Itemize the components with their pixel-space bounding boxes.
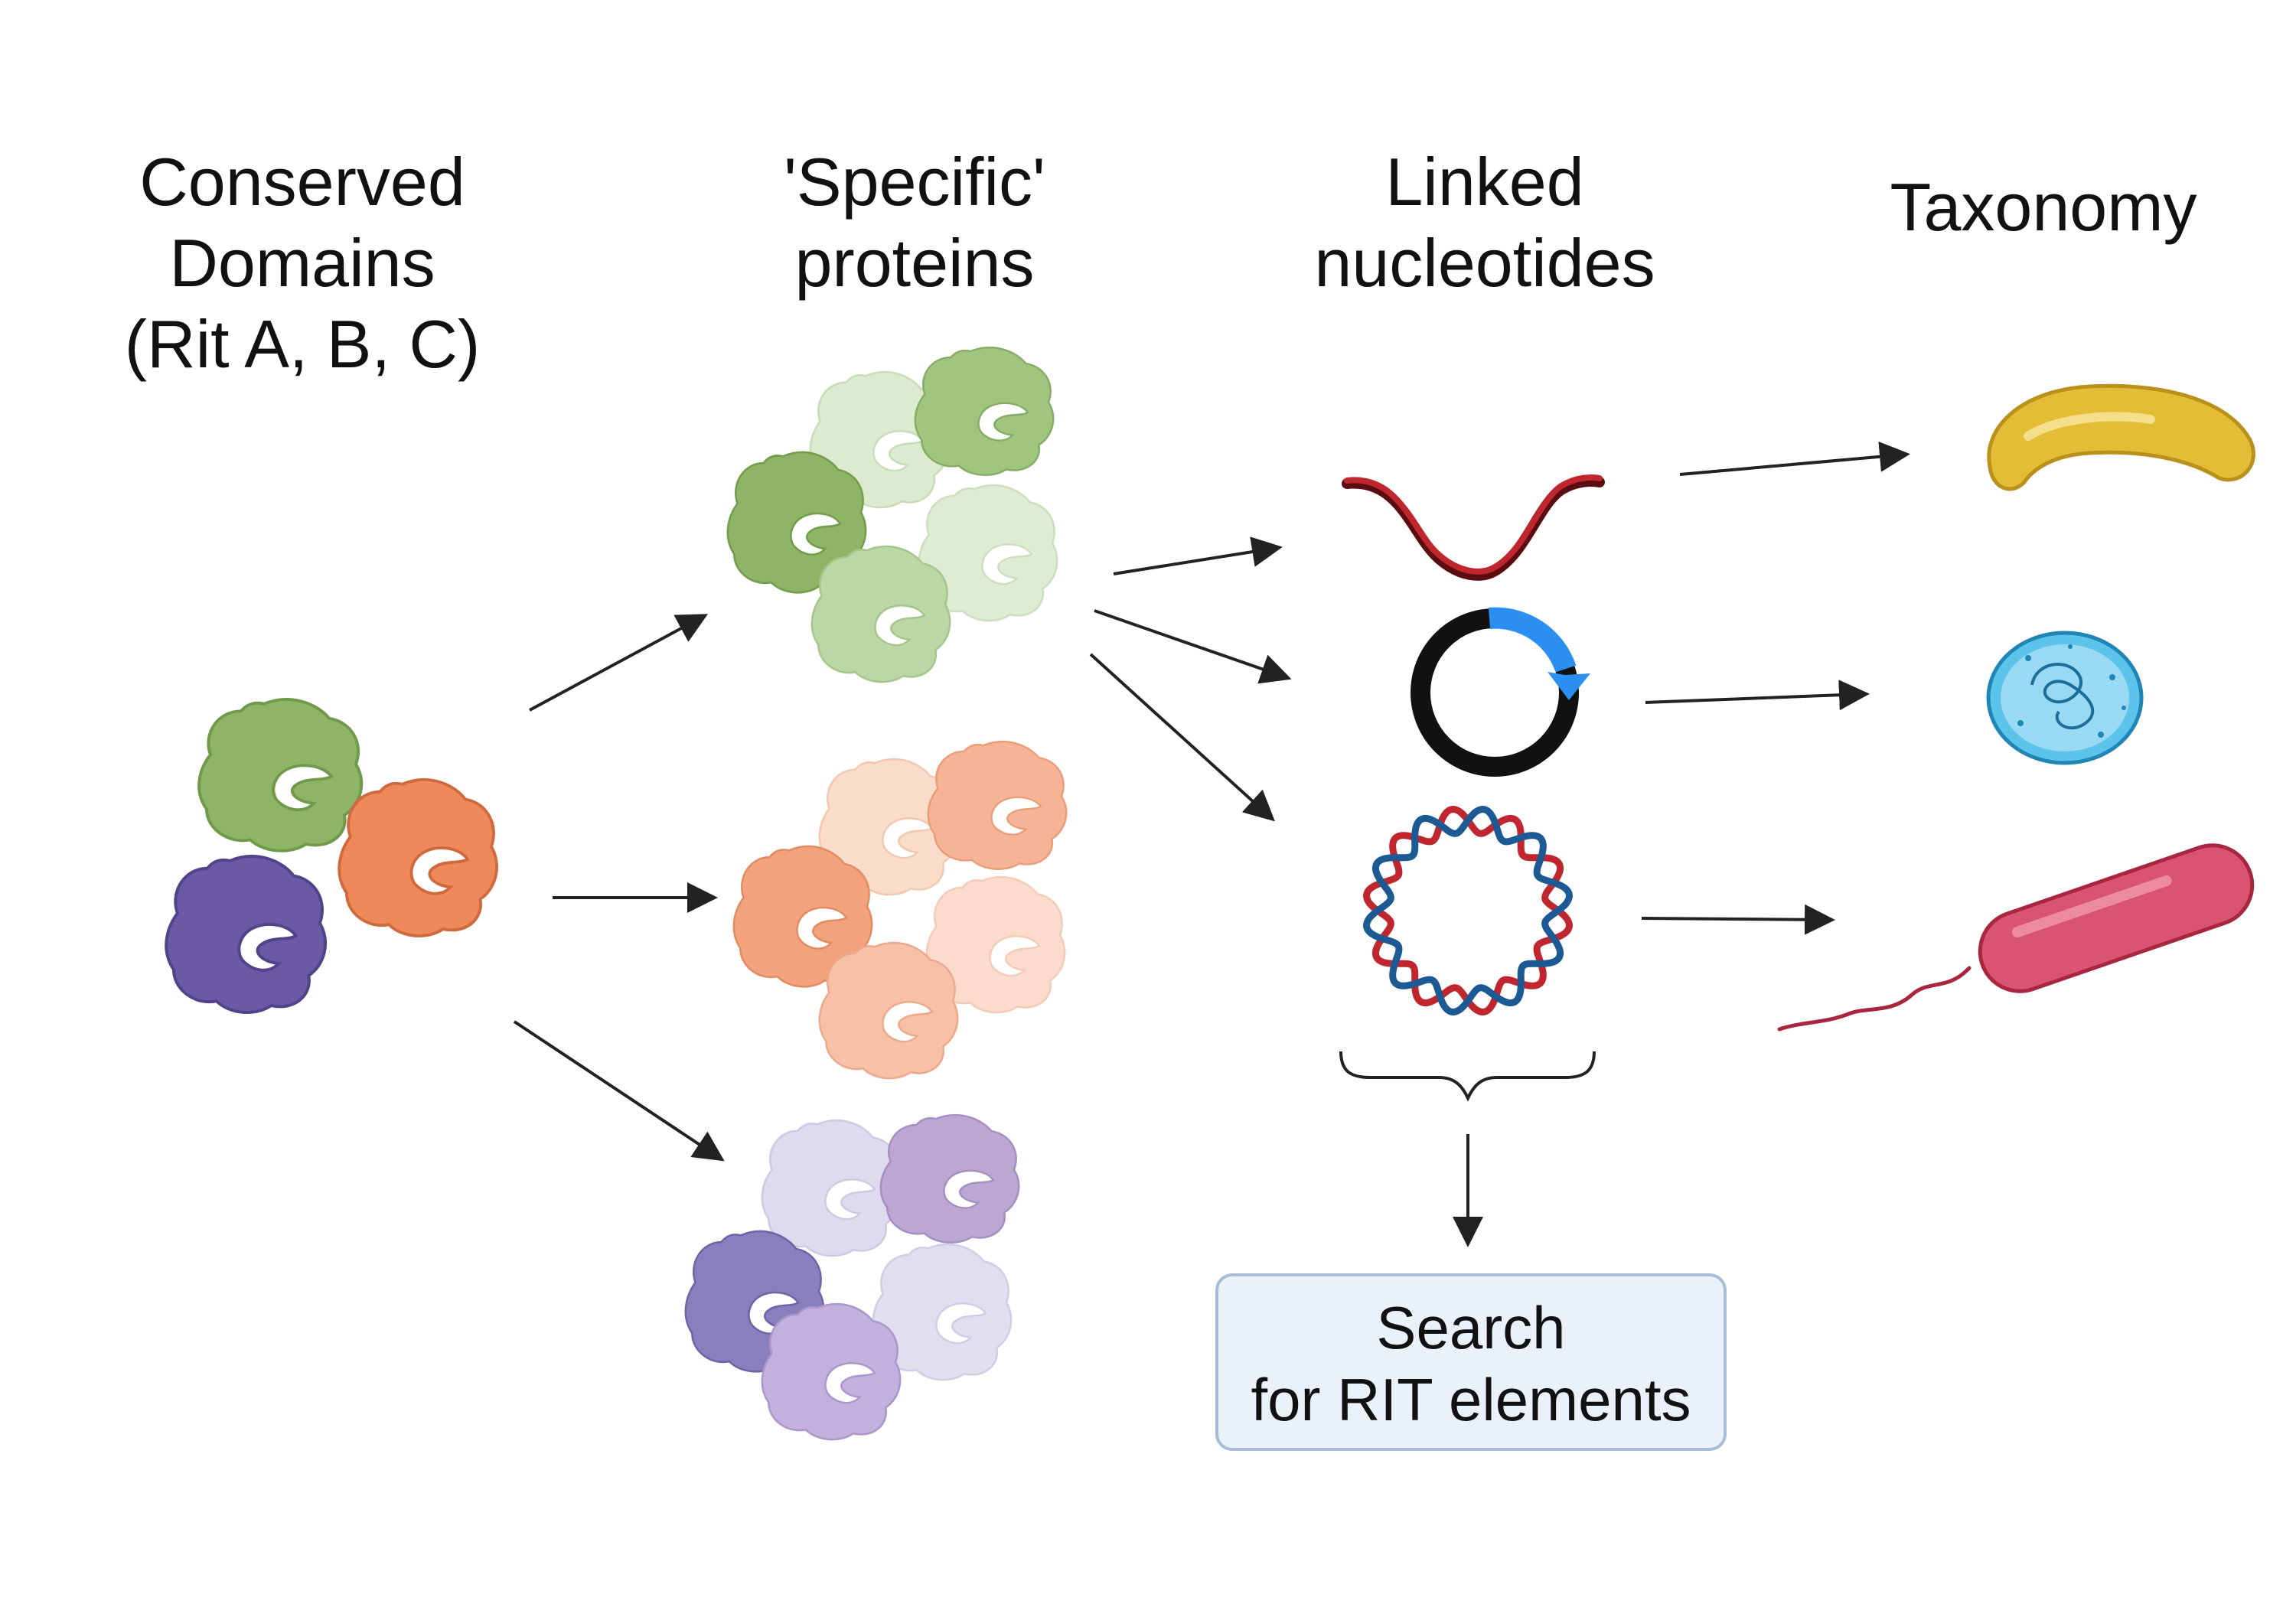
brace-icon — [1339, 1051, 1596, 1102]
arrow-to-linear-dna — [1113, 536, 1283, 575]
arrow-to-rod-bacterium — [1641, 904, 1835, 935]
protein-icon — [338, 777, 498, 938]
protein-icon — [810, 545, 951, 683]
circular-dsdna-icon — [1362, 805, 1574, 1016]
plasmid-icon — [1411, 607, 1590, 777]
protein-icon — [197, 697, 364, 852]
conserved-domains-cluster — [165, 697, 498, 1015]
specific-proteins-orange — [732, 740, 1068, 1080]
arrow-to-green — [529, 614, 709, 712]
arrow-to-plasmid — [1094, 609, 1292, 684]
protein-icon — [818, 941, 959, 1080]
arrow-to-curved-bacterium — [1679, 441, 1910, 476]
curved-bacterium-icon — [1987, 383, 2255, 491]
arrow-to-circular-dna — [1089, 653, 1275, 822]
protein-icon — [914, 346, 1055, 477]
protein-icon — [879, 1113, 1020, 1244]
protein-icon — [761, 1302, 902, 1441]
linear-dna-icon — [1342, 474, 1605, 581]
coccus-cell-icon — [1986, 631, 2144, 765]
protein-icon — [761, 1119, 902, 1257]
heading-specific-proteins: 'Specific' proteins — [784, 144, 1045, 301]
arrow-to-purple — [513, 1020, 725, 1162]
arrows — [513, 441, 1910, 1247]
heading-linked-nucleotides: Linked nucleotides — [1314, 144, 1655, 301]
arrow-to-coccus — [1645, 680, 1870, 711]
rod-bacterium-icon — [1777, 843, 2255, 1032]
heading-taxonomy: Taxonomy — [1890, 169, 2197, 245]
protein-icon — [927, 740, 1068, 871]
search-rit-elements-box: Search for RIT elements — [1215, 1273, 1727, 1451]
heading-conserved-domains: Conserved Domains (Rit A, B, C) — [124, 144, 481, 382]
specific-proteins-purple — [684, 1113, 1020, 1441]
specific-proteins-green — [726, 346, 1058, 683]
protein-icon — [165, 854, 328, 1015]
